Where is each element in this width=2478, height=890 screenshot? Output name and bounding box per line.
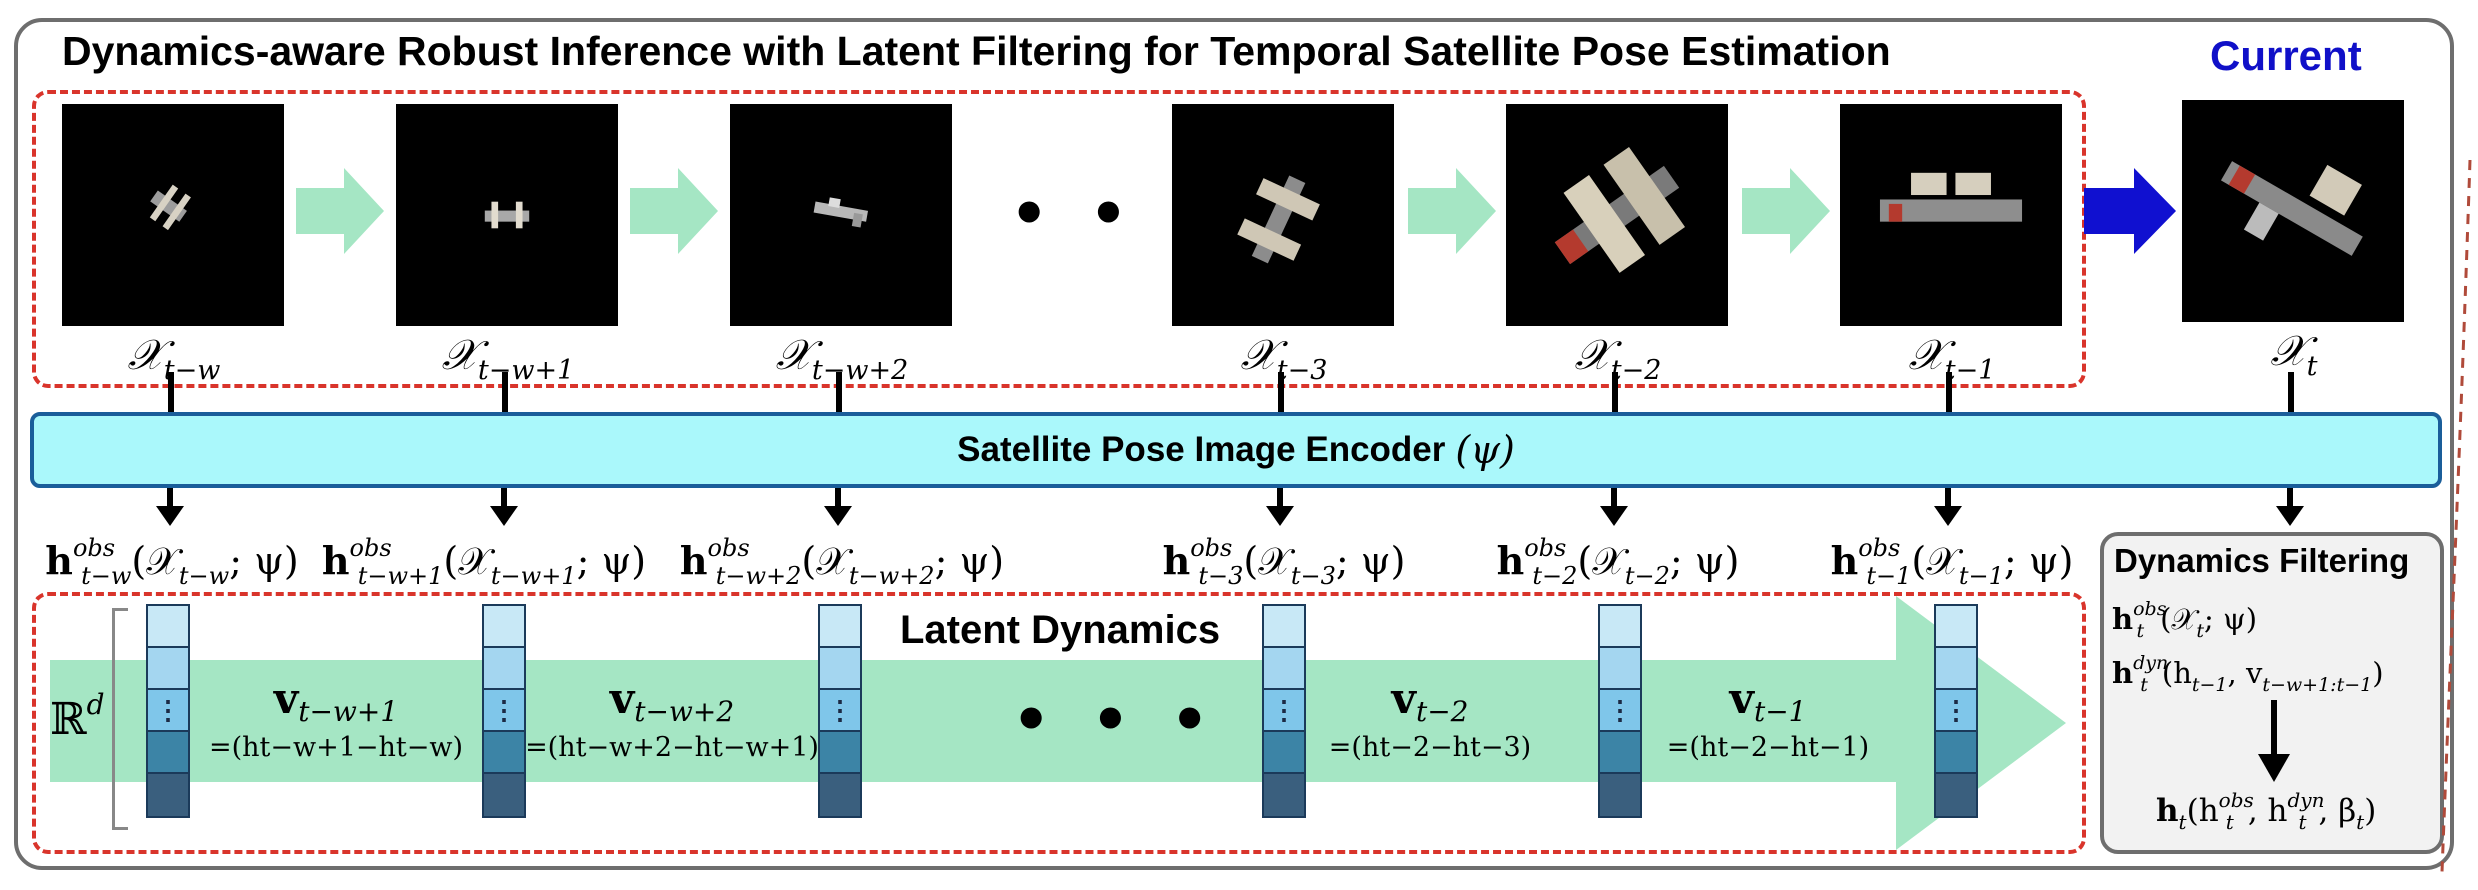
frame-label-t-2: 𝒳t−2 <box>1574 330 1662 386</box>
dynamics-obs-line: hobst(𝒳t; ψ) <box>2112 598 2258 642</box>
frame-image-t-w+2 <box>730 104 952 326</box>
down-arrow <box>2276 488 2304 526</box>
encoder-param: (ψ) <box>1455 428 1515 472</box>
embedding-label-t-w+1: hobst−w+1(𝒳t−w+1; ψ) <box>321 534 647 590</box>
embedding-label-t-1: hobst−1(𝒳t−1; ψ) <box>1830 534 2074 590</box>
frame-label-t-3: 𝒳t−3 <box>1240 330 1328 386</box>
velocity-label-t-1: vt−1 =(ht−2−ht−1) <box>1666 674 1870 763</box>
connector-line <box>2288 372 2294 412</box>
frame-image-t <box>2182 100 2404 322</box>
blue-arrow-current <box>2084 168 2176 254</box>
frame-image-t-w <box>62 104 284 326</box>
embedding-label-t-2: hobst−2(𝒳t−2; ψ) <box>1496 534 1740 590</box>
green-arrow-1 <box>296 168 384 254</box>
frame-image-t-3 <box>1172 104 1394 326</box>
down-arrow <box>824 488 852 526</box>
connector-line <box>502 372 508 412</box>
embedding-label-t-3: hobst−3(𝒳t−3; ψ) <box>1162 534 1406 590</box>
down-arrow <box>1600 488 1628 526</box>
velocity-label-t-w+1: vt−w+1 =(ht−w+1−ht−w) <box>208 674 464 763</box>
frame-label-t-w+2: 𝒳t−w+2 <box>775 330 909 386</box>
latent-vector: ⋮ <box>482 604 526 818</box>
latent-vector: ⋮ <box>818 604 862 818</box>
image-encoder-block: Satellite Pose Image Encoder (ψ) <box>30 412 2442 488</box>
latent-space-label: ℝd <box>50 688 105 745</box>
latent-vector: ⋮ <box>1598 604 1642 818</box>
connector-line <box>168 372 174 412</box>
frame-label-t-w+1: 𝒳t−w+1 <box>441 330 575 386</box>
latent-dynamics-box <box>32 592 2086 854</box>
figure-title: Dynamics-aware Robust Inference with Lat… <box>62 28 1891 74</box>
frame-label-t-1: 𝒳t−1 <box>1908 330 1996 386</box>
dynamics-dyn-line: hdynt(ht−1, vt−w+1:t−1) <box>2112 652 2384 696</box>
latent-vector: ⋮ <box>146 604 190 818</box>
connector-line <box>1612 372 1618 412</box>
dynamics-filtering-box <box>2100 532 2444 854</box>
connector-line <box>836 372 842 412</box>
green-arrow-2 <box>630 168 718 254</box>
latent-ellipsis: • • • <box>1012 685 1219 755</box>
down-arrow <box>490 488 518 526</box>
green-arrow-4 <box>1742 168 1830 254</box>
dimension-bracket <box>112 608 128 830</box>
encoder-label: Satellite Pose Image Encoder <box>957 430 1446 469</box>
latent-flow-arrow <box>50 596 2066 850</box>
frame-label-t: 𝒳t <box>2270 326 2318 382</box>
connector-line <box>1278 372 1284 412</box>
dynamics-output: ht(hobst, hdynt, βt) <box>2156 788 2377 834</box>
dynamics-filtering-title: Dynamics Filtering <box>2114 542 2410 579</box>
current-label: Current <box>2210 32 2362 79</box>
connector-line <box>1946 372 1952 412</box>
velocity-label-t-w+2: vt−w+2 =(ht−w+2−ht−w+1) <box>525 674 819 763</box>
frames-ellipsis: • • • <box>1010 179 1217 249</box>
filtering-down-arrow <box>2258 700 2290 782</box>
down-arrow <box>1934 488 1962 526</box>
frame-image-t-w+1 <box>396 104 618 326</box>
history-frames-box <box>32 90 2086 388</box>
frame-image-t-1 <box>1840 104 2062 326</box>
velocity-label-t-2: vt−2 =(ht−2−ht−3) <box>1328 674 1532 763</box>
embedding-label-t-w: hobst−w(𝒳t−w; ψ) <box>45 534 299 590</box>
embedding-label-t-w+2: hobst−w+2(𝒳t−w+2; ψ) <box>679 534 1005 590</box>
side-connector <box>2440 160 2472 873</box>
latent-vector: ⋮ <box>1934 604 1978 818</box>
down-arrow <box>156 488 184 526</box>
green-arrow-3 <box>1408 168 1496 254</box>
down-arrow <box>1266 488 1294 526</box>
latent-vector: ⋮ <box>1262 604 1306 818</box>
figure-frame <box>14 18 2454 870</box>
frame-image-t-2 <box>1506 104 1728 326</box>
latent-dynamics-title: Latent Dynamics <box>900 608 1221 652</box>
frame-label-t-w: 𝒳t−w <box>127 330 221 386</box>
